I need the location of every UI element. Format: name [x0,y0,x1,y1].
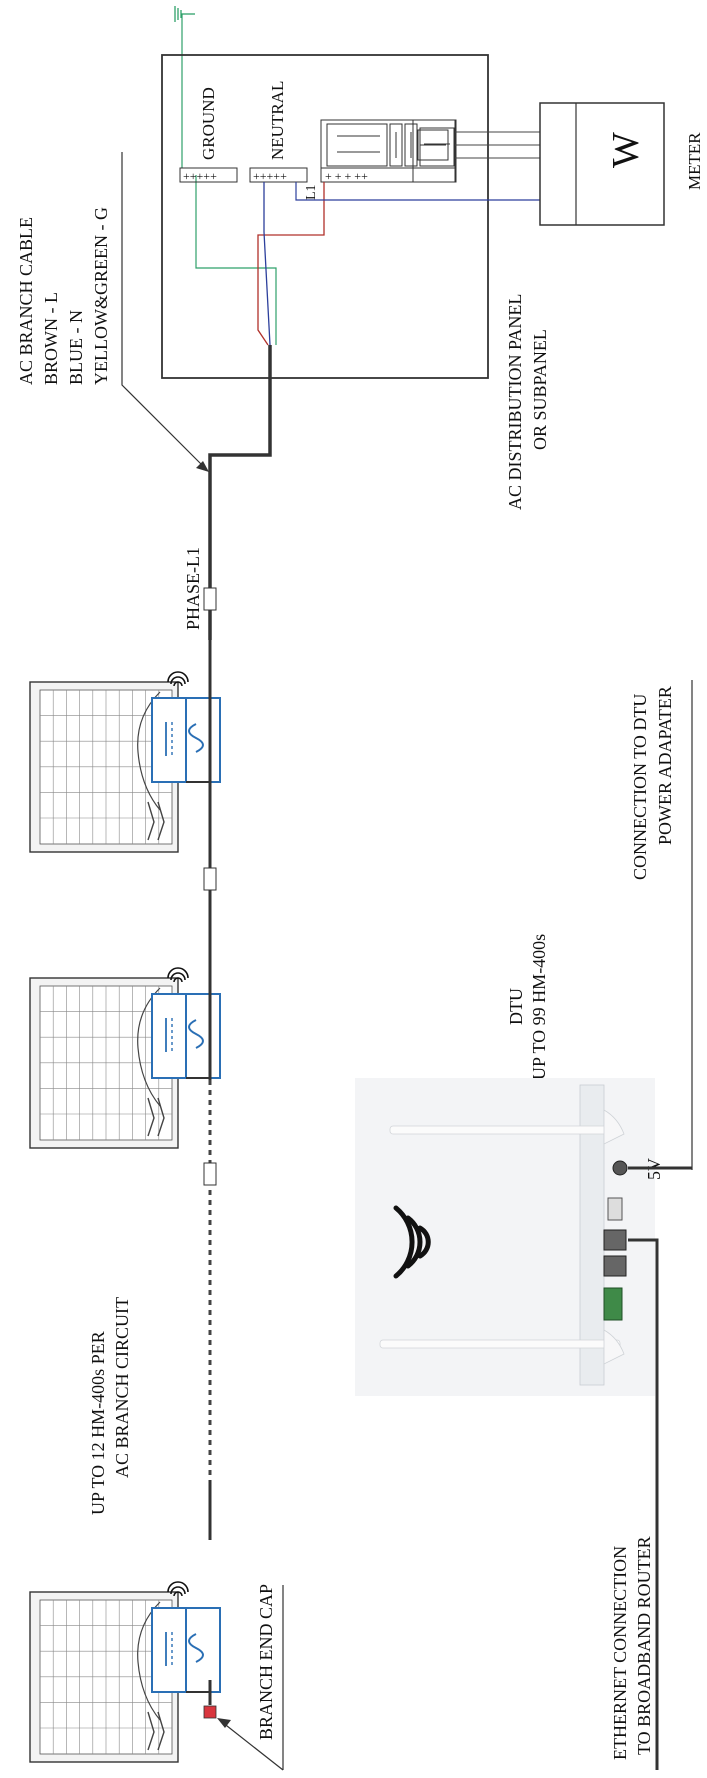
sine-wave-icon [188,1019,204,1049]
trunk-connectors [203,587,217,1186]
l1-label: L1 [304,184,319,200]
main-ac-cable [208,345,272,640]
dc-symbol-icon [165,722,173,756]
leader-arrowhead [196,461,209,472]
ethernet-label-1: ETHERNET CONNECTION [610,1546,630,1760]
solar-panel-icon [29,1591,179,1763]
brown-wire [257,182,325,346]
neutral-bus-bar: +++++ [249,167,308,183]
wifi-icon [167,967,189,983]
connection-dtu-label-1: CONNECTION TO DTU [630,694,650,880]
dc-jack [612,1160,628,1176]
svg-text:BROWN - L: BROWN - L [41,292,61,385]
up-to-12-label-2: AC BRANCH CIRCUIT [112,1297,132,1478]
svg-text:YELLOW&GREEN - G: YELLOW&GREEN - G [91,207,111,385]
sine-wave-icon [188,1633,204,1663]
svg-text:AC BRANCH CABLE: AC BRANCH CABLE [16,217,36,385]
blue-wire [263,182,271,346]
ground-icon [174,6,195,22]
dtu-label-2: UP TO 99 HM-400s [529,934,549,1080]
dtu-label-1: DTU [506,988,526,1025]
ethernet-port-icon [603,1229,627,1251]
breaker-block [320,119,457,183]
ac-branch-cable-labels: AC BRANCH CABLE BROWN - L BLUE - N YELLO… [16,207,111,385]
branch-end-cap-label: BRANCH END CAP [256,1584,276,1740]
wifi-icon [393,1205,431,1279]
dc-symbol-icon [165,1018,173,1052]
ground-wire [181,14,277,345]
antenna-icon [379,1109,625,1365]
solar-module-3 [29,1581,221,1763]
meter-box [539,102,665,226]
meter-symbol: W [605,132,647,168]
distribution-panel-label-2: OR SUBPANEL [530,329,550,450]
end-cap-arrowhead [217,1718,231,1728]
up-to-12-label-1: UP TO 12 HM-400s PER [88,1331,108,1515]
svg-text:+++++: +++++ [183,169,217,183]
microinverter [151,1607,221,1693]
solar-module-1 [29,671,221,853]
ground-bus-bar: +++++ [179,167,238,183]
ac-cable-leader [121,152,206,469]
dc-symbol-icon [165,1632,173,1666]
meter-label: METER [685,132,704,190]
sine-wave-icon [188,723,204,753]
svg-text:+++++: +++++ [253,169,287,183]
solar-array [29,671,221,1763]
svg-text:BLUE - N: BLUE - N [66,310,86,385]
solar-module-2 [29,967,221,1149]
neutral-label: NEUTRAL [268,81,287,160]
distribution-panel [161,54,489,379]
wifi-icon [167,1581,189,1597]
connection-dtu-label-2: POWER ADAPATER [655,686,675,845]
breaker-terminals: + + + ++ [325,169,368,183]
rs485-terminal [603,1287,623,1321]
ethernet-label-2: TO BROADBAND ROUTER [634,1536,654,1755]
ethernet-port-2 [603,1255,627,1277]
ethernet-cable [628,1238,659,1770]
meter-feed-lines [455,131,540,159]
end-cap-leader [221,1721,284,1771]
branch-end-cap [203,1705,217,1719]
distribution-panel-label-1: AC DISTRIBUTION PANEL [505,294,525,510]
meter-switch-block [412,119,456,183]
usb-port [607,1197,623,1221]
wifi-icon [167,671,189,687]
phase-l1-label: PHASE-L1 [183,547,203,630]
blue-wire-to-meter [295,182,540,201]
ground-label: GROUND [199,87,218,160]
dtu-device [355,1078,655,1396]
